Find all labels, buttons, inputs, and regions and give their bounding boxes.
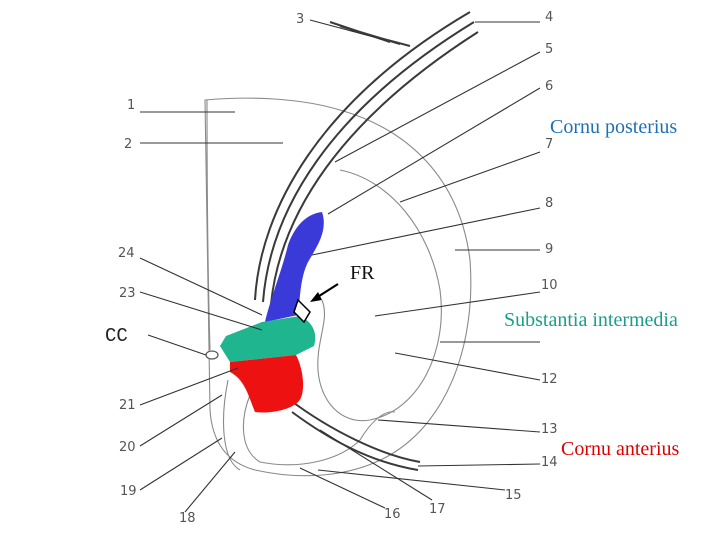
number-label: 4 bbox=[545, 10, 553, 25]
number-label: 18 bbox=[179, 511, 196, 526]
number-label: 2 bbox=[124, 137, 132, 152]
posterior-septum bbox=[206, 99, 241, 471]
label-cornu-posterius: Cornu posterius bbox=[550, 116, 677, 138]
region-intermediate bbox=[220, 316, 316, 362]
dorsal-root-tract-c bbox=[270, 31, 479, 305]
leader-6 bbox=[327, 87, 541, 215]
number-label: 7 bbox=[545, 137, 553, 152]
central-canal bbox=[205, 350, 219, 360]
leader-23 bbox=[139, 291, 263, 331]
grey-matter-outline bbox=[317, 169, 442, 422]
number-label: 9 bbox=[545, 242, 553, 257]
leader-5 bbox=[334, 51, 541, 163]
ventral-root-tract-a bbox=[289, 399, 421, 463]
leader-19 bbox=[139, 437, 223, 491]
leader-12 bbox=[394, 352, 541, 381]
number-label: 3 bbox=[296, 12, 304, 27]
dorsal-root-tract-a bbox=[254, 11, 471, 301]
number-label: 10 bbox=[541, 278, 558, 293]
label-substantia-intermedia: Substantia intermedia bbox=[504, 309, 678, 331]
label-cornu-anterius: Cornu anterius bbox=[561, 438, 680, 460]
number-label: 8 bbox=[545, 196, 553, 211]
leader-cc bbox=[147, 334, 207, 356]
leader-3 bbox=[309, 19, 386, 41]
number-label: 5 bbox=[545, 42, 553, 57]
number-label: 23 bbox=[119, 286, 136, 301]
leader-18 bbox=[184, 451, 236, 513]
number-label: 15 bbox=[505, 488, 522, 503]
region-anterior-horn bbox=[230, 355, 304, 413]
leader-16 bbox=[299, 467, 386, 509]
fr-arrow-icon bbox=[310, 292, 322, 302]
number-label: 24 bbox=[118, 246, 135, 261]
number-label: 13 bbox=[541, 422, 558, 437]
number-label: 21 bbox=[119, 398, 136, 413]
cord-outline bbox=[204, 97, 472, 477]
leader-21 bbox=[139, 367, 239, 406]
leader-7 bbox=[399, 151, 541, 203]
dorsal-root-tract-b bbox=[262, 21, 475, 303]
number-label: 16 bbox=[384, 507, 401, 522]
anterior-fissure bbox=[242, 394, 396, 466]
number-label: 19 bbox=[120, 484, 137, 499]
number-label: 1 bbox=[127, 98, 135, 113]
leader-14 bbox=[417, 463, 541, 467]
rootlet-fan bbox=[329, 21, 411, 47]
ventral-root-tract-b bbox=[291, 411, 419, 471]
leader-24 bbox=[139, 257, 263, 316]
fr-marker-icon bbox=[293, 298, 311, 324]
leader-20 bbox=[139, 394, 223, 447]
region-posterior-horn bbox=[265, 212, 324, 322]
leader-10 bbox=[374, 291, 541, 317]
number-label: 12 bbox=[541, 372, 558, 387]
leader-8 bbox=[311, 207, 541, 256]
label-fr: FR bbox=[350, 262, 375, 284]
number-label: 17 bbox=[429, 502, 446, 517]
number-label: 20 bbox=[119, 440, 136, 455]
label-cc: CC bbox=[105, 325, 128, 347]
number-label: 6 bbox=[545, 79, 553, 94]
leader-17 bbox=[319, 429, 433, 501]
leader-13 bbox=[377, 419, 541, 433]
leader-15 bbox=[317, 469, 506, 491]
number-label: 14 bbox=[541, 455, 558, 470]
